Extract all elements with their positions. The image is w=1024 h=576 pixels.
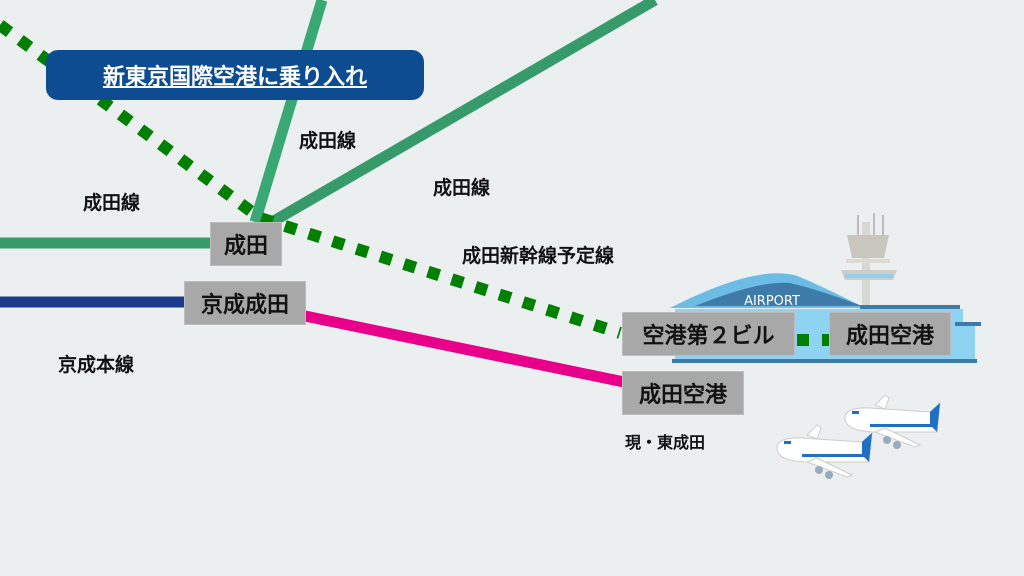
- narita-line-north: [249, 0, 328, 224]
- station-narita: 成田: [210, 222, 282, 266]
- station-narita-airport: 成田空港: [829, 312, 951, 356]
- label-narita-line: 成田線: [433, 177, 491, 199]
- station-keisei-narita: 京成成田: [184, 281, 306, 325]
- keisei-airport-line: [303, 310, 626, 388]
- label-narita-line: 成田線: [299, 130, 357, 152]
- airplane-icon: [844, 394, 941, 449]
- station-narita-airport-old: 成田空港: [622, 371, 744, 415]
- label-narita-line: 成田線: [83, 192, 141, 214]
- label-higashi-narita: 現・東成田: [625, 433, 706, 452]
- title-banner: 新東京国際空港に乗り入れ: [46, 50, 424, 100]
- narita-line-northeast: [269, 0, 658, 227]
- airplane-icon: [776, 424, 873, 479]
- label-keisei-main-line: 京成本線: [58, 354, 135, 376]
- svg-text:AIRPORT: AIRPORT: [744, 294, 800, 309]
- label-shinkansen-planned: 成田新幹線予定線: [462, 245, 615, 267]
- station-airport-terminal-2: 空港第２ビル: [622, 312, 795, 356]
